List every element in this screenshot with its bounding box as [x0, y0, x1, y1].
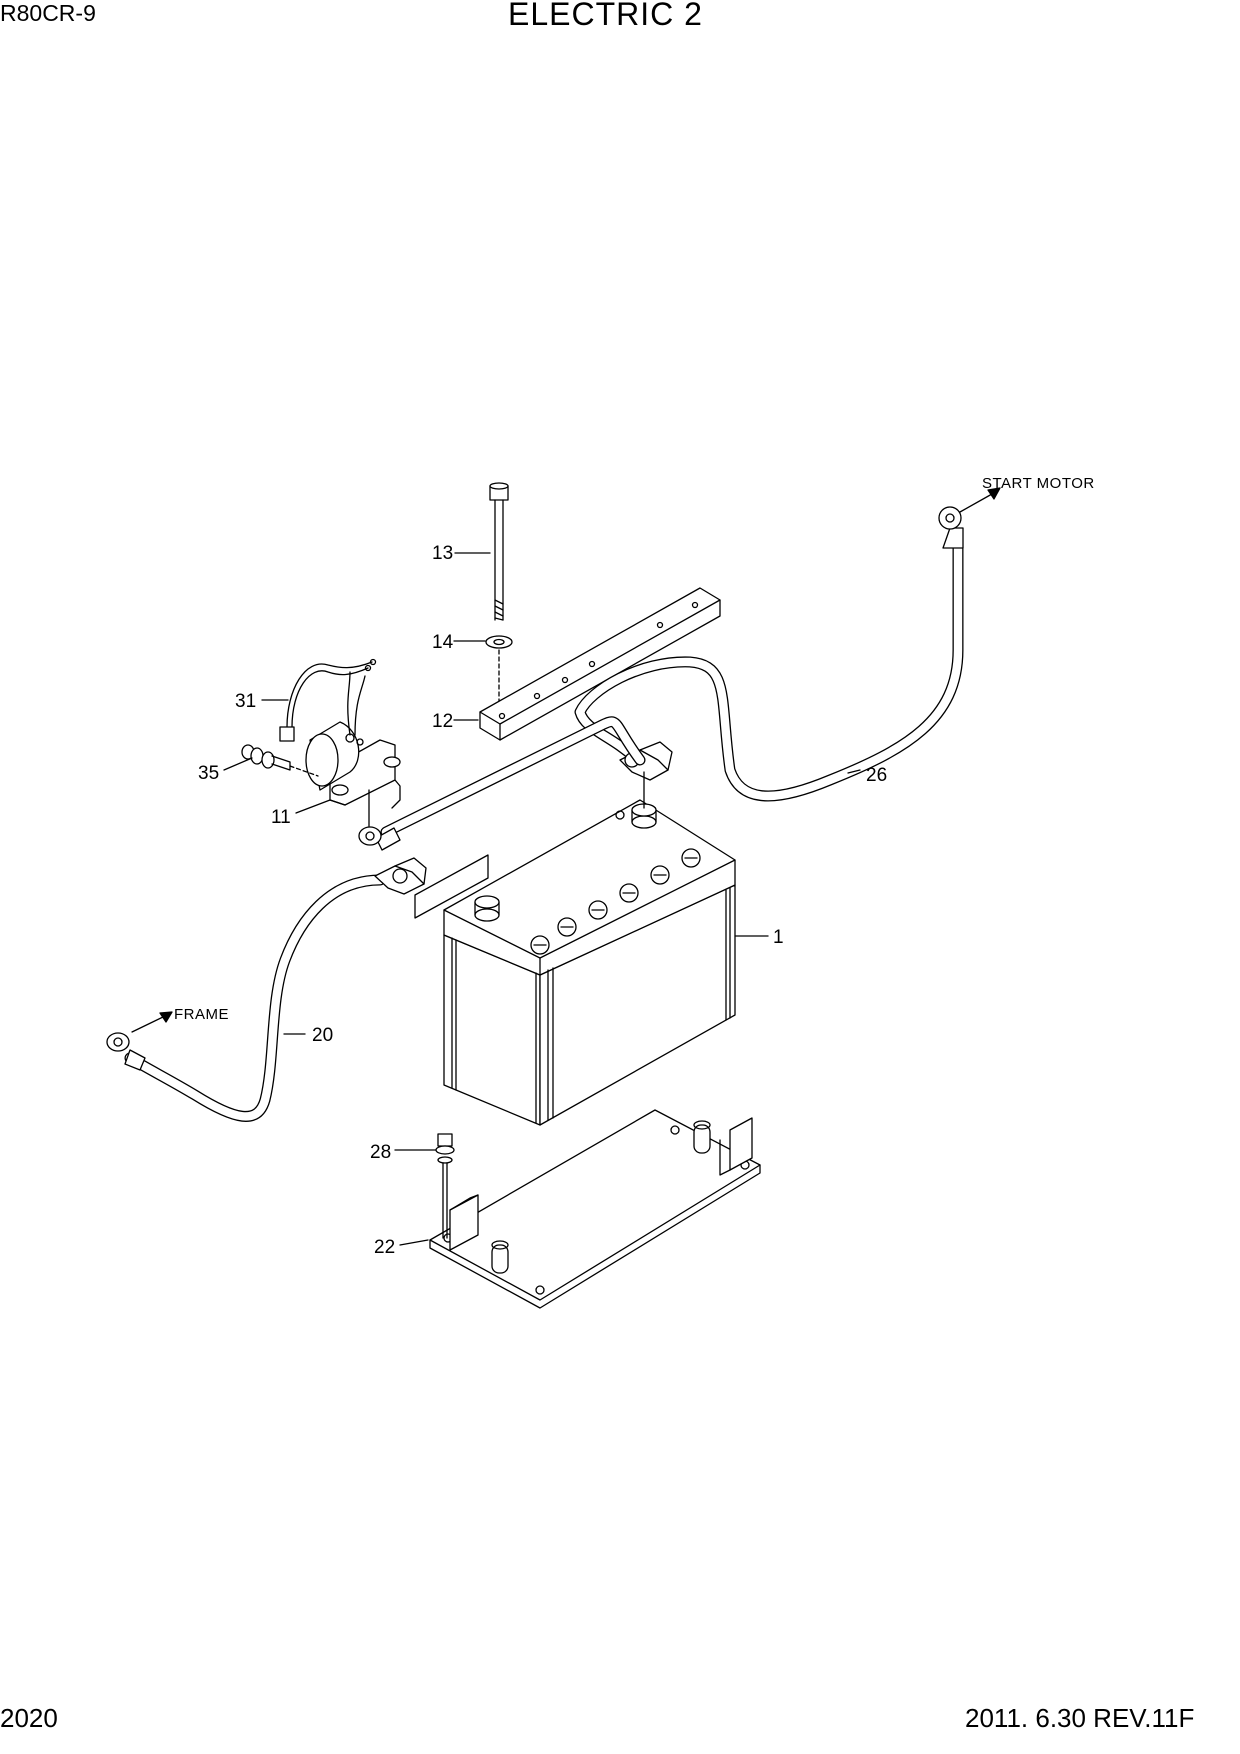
page-number: 2020 [0, 1703, 58, 1733]
callout-14: 14 [432, 632, 454, 653]
revision-date: 2011. 6.30 REV.11F [965, 1703, 1195, 1733]
callout-26: 26 [866, 765, 887, 786]
cable-20 [106, 854, 489, 1122]
bolt-28 [435, 1133, 455, 1239]
frame-note: FRAME [174, 1006, 229, 1023]
callout-11: 11 [271, 807, 291, 828]
battery-relay [279, 658, 401, 827]
callout-35: 35 [198, 763, 219, 784]
callout-22: 22 [374, 1237, 395, 1258]
start-motor-note: START MOTOR [982, 475, 1095, 492]
callout-1: 1 [773, 927, 784, 948]
leader-lines [131, 487, 1001, 1246]
callout-12: 12 [432, 711, 453, 732]
bolt-13 [489, 482, 509, 621]
cable-26 [574, 506, 964, 809]
callout-20: 20 [312, 1025, 333, 1046]
hold-down-bar [479, 587, 721, 741]
callout-13: 13 [432, 543, 453, 564]
battery-tray [429, 1109, 761, 1309]
battery [443, 799, 736, 1126]
callout-labels: 13 14 12 31 35 11 1 20 26 28 22 START MO… [174, 475, 1095, 1258]
bolt-35 [241, 744, 319, 777]
callout-31: 31 [235, 691, 256, 712]
callout-28: 28 [370, 1142, 391, 1163]
washer-14 [485, 635, 513, 711]
relay-cable [358, 716, 646, 851]
model-label: R80CR-9 [0, 0, 96, 26]
page-title: ELECTRIC 2 [508, 0, 703, 32]
